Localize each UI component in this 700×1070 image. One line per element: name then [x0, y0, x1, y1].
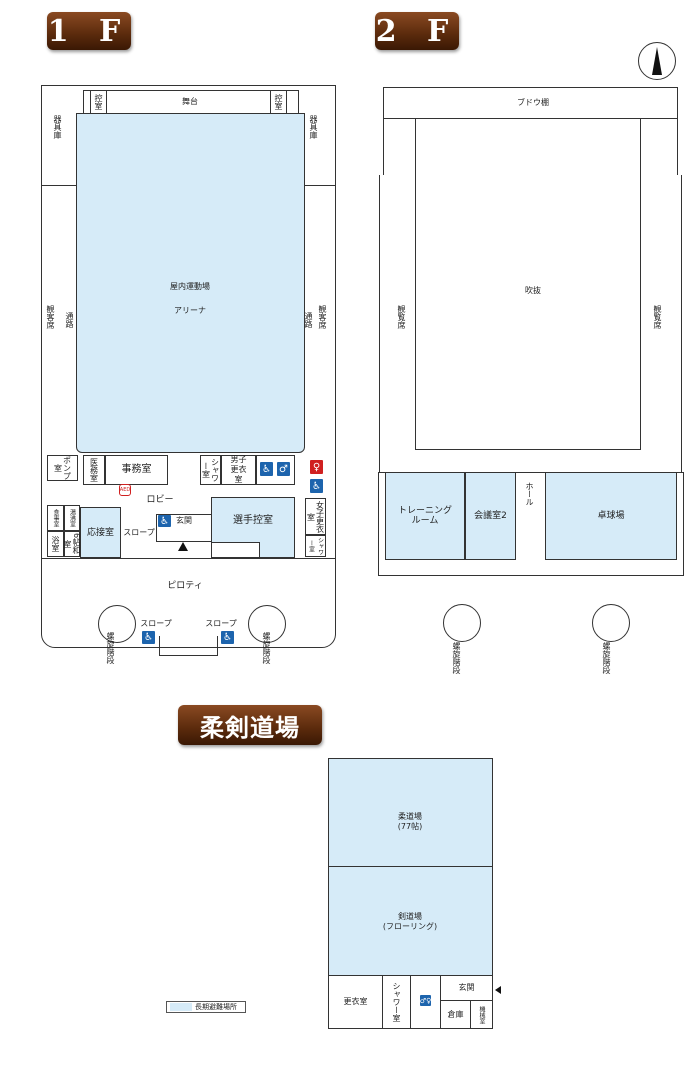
female-toilet-icon: ♀ [310, 460, 323, 474]
kettle-room: 湯沸室 [64, 505, 80, 531]
slope-label: スロープ [123, 528, 155, 537]
dining-room: 食事室 [47, 505, 64, 531]
legend: 長期避難場所 [166, 1001, 246, 1013]
seat-right [305, 185, 336, 455]
north-arrow-icon [638, 42, 676, 80]
wheelchair-icon: ♿ [142, 631, 155, 644]
atrium [415, 118, 641, 450]
toilet-icon: ♂♀ [419, 995, 432, 1006]
judo-hall-label: 柔道場 [398, 812, 422, 821]
control-room-left: 控室 [90, 90, 107, 114]
players-room-notch [212, 542, 260, 557]
locker-room: 更衣室 [328, 975, 383, 1029]
stage-label: 舞台 [182, 97, 198, 106]
entrance-label: 玄関 [176, 516, 192, 525]
piloti-divider [41, 558, 336, 559]
spiral-stairs-right-label: 螺旋階段 [262, 632, 271, 664]
medical-room: 医務室 [83, 455, 105, 485]
kendo-hall-label: 剣道場 [398, 912, 422, 921]
players-room-label: 選手控室 [233, 515, 273, 526]
shower-room-right: シャワー室 [305, 535, 326, 557]
wheelchair-icon: ♿ [310, 479, 323, 493]
lobby-label: ロビー [146, 495, 174, 505]
equipment-store-right: 器具庫 [309, 115, 318, 139]
spiral-stairs-left [98, 605, 136, 643]
wheelchair-icon: ♿ [158, 515, 171, 527]
slope-right-label: スロープ [205, 619, 237, 628]
seat-left [41, 185, 76, 455]
judo-hall-sub: (77帖) [397, 822, 423, 831]
stage [83, 90, 299, 114]
pump-room: ポンプ室 [47, 455, 78, 481]
seat-right-label: 観客席 [318, 305, 327, 329]
arena [76, 113, 305, 453]
arena-label-2: アリーナ [174, 306, 206, 315]
spiral-stairs-left [443, 604, 481, 642]
spiral-stairs-right [248, 605, 286, 643]
spiral-stairs-left-label: 螺旋階段 [452, 642, 461, 674]
judo-hall [328, 758, 493, 867]
dojo-badge: 柔剣道場 [178, 705, 322, 745]
seat-left-label: 観客席 [46, 305, 55, 329]
dojo-entrance: 玄関 [440, 975, 493, 1001]
shower-room: シャワー室 [200, 455, 221, 485]
aed-icon: AED [119, 484, 131, 496]
hall-label: ホール [525, 482, 534, 506]
training-room: トレーニングルーム [385, 472, 465, 560]
office: 事務室 [105, 455, 168, 485]
floor1-badge: 1 F [47, 12, 131, 50]
wheelchair-icon: ♿ [221, 631, 234, 644]
trellis-label: ブドウ棚 [517, 98, 549, 107]
women-locker-room: 女子更衣室 [305, 498, 326, 535]
seat-right-label: 観覧席 [653, 305, 662, 329]
floor2-badge: 2 F [375, 12, 459, 50]
table-tennis-room: 卓球場 [545, 472, 677, 560]
spiral-stairs-right [592, 604, 630, 642]
reception-room: 応接室 [80, 507, 121, 558]
arena-label: 屋内運動場 [170, 282, 210, 291]
tatami-room: 6帖和室 [63, 531, 81, 557]
storage-room: 倉庫 [440, 1000, 471, 1029]
entrance-arrow-icon [495, 986, 501, 994]
kendo-hall-sub: (フローリング) [382, 922, 438, 931]
atrium-label: 吹抜 [525, 286, 541, 295]
wheelchair-icon: ♿ [260, 462, 273, 476]
seat-left-label: 観覧席 [397, 305, 406, 329]
bath-room: 浴室 [47, 531, 64, 557]
machine-room: 機械室 [470, 1000, 493, 1029]
male-toilet-icon: ♂ [277, 462, 290, 476]
control-room-right: 控室 [270, 90, 287, 114]
entrance [156, 514, 212, 542]
spiral-stairs-left-label: 螺旋階段 [106, 632, 115, 664]
spiral-stairs-right-label: 螺旋階段 [602, 642, 611, 674]
men-locker-room: 男子更衣室 [221, 455, 256, 485]
aisle-right-label: 通路 [304, 312, 313, 328]
equipment-store-left: 器具庫 [53, 115, 62, 139]
piloti-label: ピロティ [167, 581, 203, 591]
shower-room: シャワー室 [382, 975, 411, 1029]
slope-left-label: スロープ [140, 619, 172, 628]
meeting-room-2: 会議室2 [465, 472, 516, 560]
aisle-left-label: 通路 [65, 312, 74, 328]
kendo-hall [328, 866, 493, 976]
entrance-arrow-icon [178, 542, 188, 551]
slope-path [159, 636, 218, 656]
legend-label: 長期避難場所 [195, 1003, 237, 1011]
legend-swatch [170, 1003, 192, 1011]
